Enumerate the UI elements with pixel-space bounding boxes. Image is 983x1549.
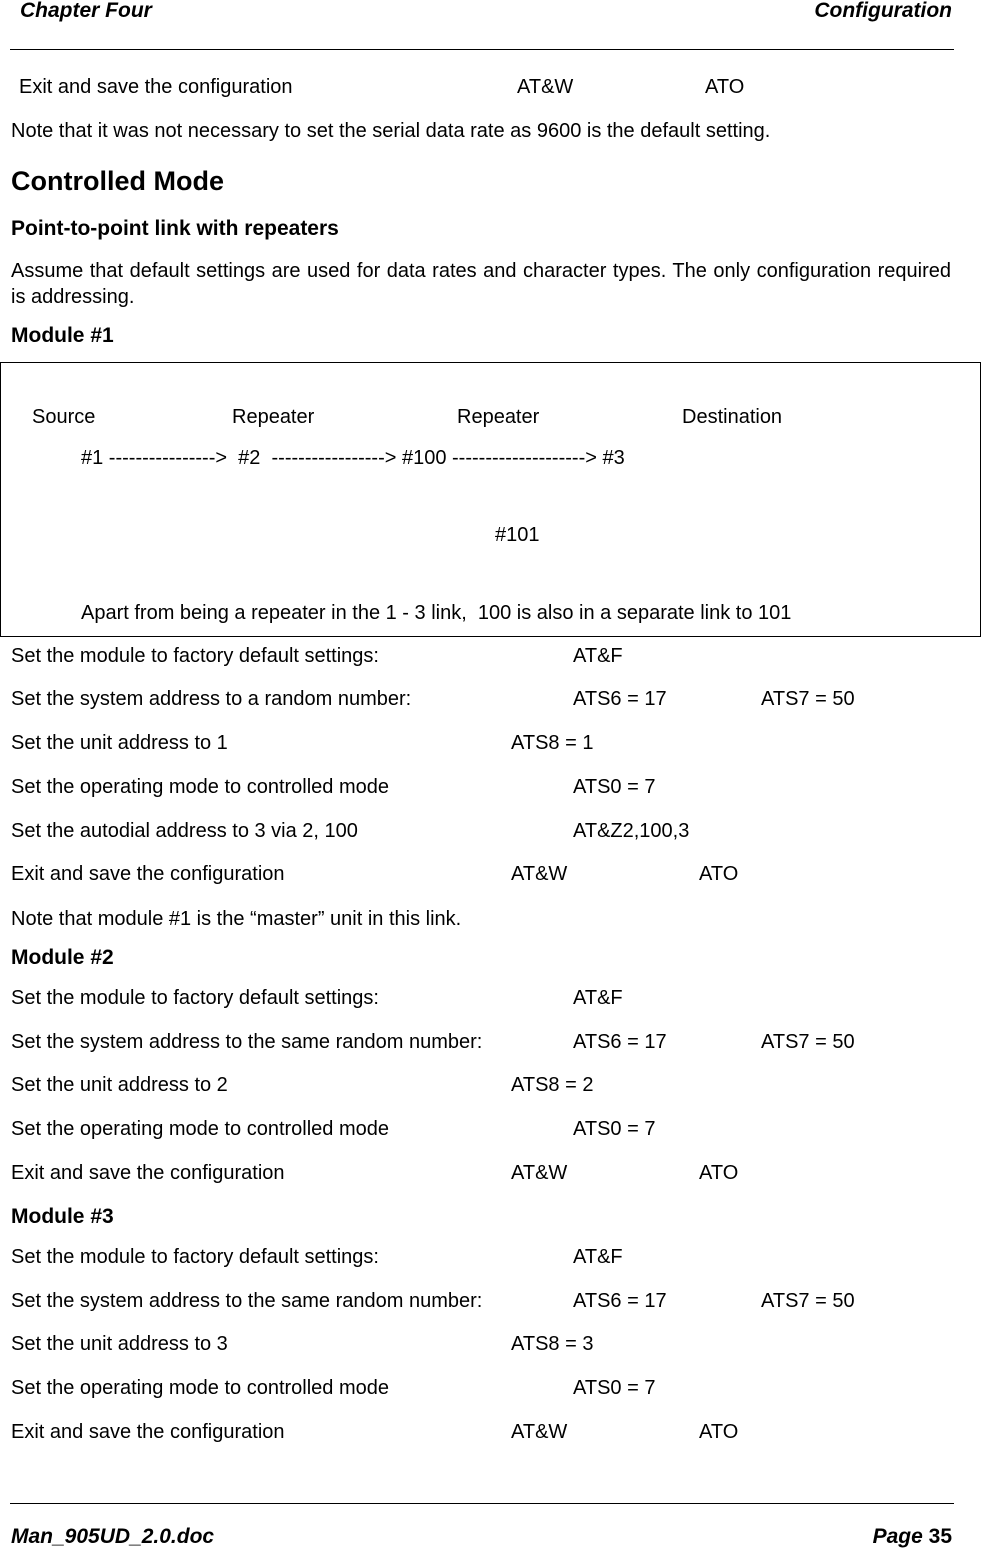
module3-heading: Module #3 [11, 1205, 114, 1228]
module3-row-cmd: ATS7 = 50 [761, 1290, 855, 1312]
header-rule [10, 49, 954, 50]
module2-row-cmd: ATS8 = 2 [511, 1074, 594, 1096]
section-paragraph: Assume that default settings are used fo… [11, 260, 951, 308]
module2-row-cmd: AT&W [511, 1162, 568, 1184]
module3-row-label: Exit and save the configuration [11, 1421, 285, 1443]
footer-page: Page 35 [873, 1526, 952, 1547]
module1-row-cmd: ATS0 = 7 [573, 776, 656, 798]
module1-row-label: Set the module to factory default settin… [11, 645, 379, 667]
diagram-branch-node: #101 [495, 524, 540, 546]
module3-row-label: Set the unit address to 3 [11, 1333, 228, 1355]
module1-note: Note that module #1 is the “master” unit… [11, 908, 462, 930]
module3-row-cmd: ATS6 = 17 [573, 1290, 667, 1312]
module1-row-cmd: ATS8 = 1 [511, 732, 594, 754]
module3-row-cmd: ATO [699, 1421, 739, 1443]
module2-row-label: Set the unit address to 2 [11, 1074, 228, 1096]
header-section: Configuration [814, 0, 952, 22]
module1-row-label: Set the autodial address to 3 via 2, 100 [11, 820, 358, 842]
footer-page-label: Page [872, 1525, 923, 1548]
intro-note: Note that it was not necessary to set th… [11, 120, 771, 142]
module1-row-label: Set the system address to a random numbe… [11, 688, 412, 710]
intro-exit-cmd-ato: ATO [705, 76, 745, 98]
module3-row-label: Set the module to factory default settin… [11, 1246, 379, 1268]
module2-row-cmd: ATS7 = 50 [761, 1031, 855, 1053]
module1-row-cmd: ATS6 = 17 [573, 688, 667, 710]
footer-document-name: Man_905UD_2.0.doc [11, 1525, 215, 1548]
module1-row-cmd: ATO [699, 863, 739, 885]
header-chapter: Chapter Four [20, 0, 152, 22]
footer-page-number: 35 [928, 1525, 952, 1548]
module1-row-label: Set the unit address to 1 [11, 732, 228, 754]
module2-row-label: Set the system address to the same rando… [11, 1031, 483, 1053]
module2-row-cmd: ATS6 = 17 [573, 1031, 667, 1053]
link-diagram-box [0, 362, 981, 637]
diagram-label-source: Source [32, 406, 96, 428]
module2-row-label: Set the operating mode to controlled mod… [11, 1118, 390, 1140]
module3-row-cmd: AT&W [511, 1421, 568, 1443]
module3-row-cmd: ATS8 = 3 [511, 1333, 594, 1355]
module2-row-cmd: ATS0 = 7 [573, 1118, 656, 1140]
module3-row-cmd: ATS0 = 7 [573, 1377, 656, 1399]
intro-exit-cmd-atw: AT&W [517, 76, 574, 98]
module3-row-label: Set the system address to the same rando… [11, 1290, 483, 1312]
module1-row-cmd: AT&Z2,100,3 [573, 820, 690, 842]
module1-row-cmd: ATS7 = 50 [761, 688, 855, 710]
section-subtitle: Point-to-point link with repeaters [11, 217, 339, 240]
module1-row-label: Exit and save the configuration [11, 863, 285, 885]
module1-row-cmd: AT&W [511, 863, 568, 885]
diagram-label-destination: Destination [682, 406, 783, 428]
diagram-label-repeater-1: Repeater [232, 406, 315, 428]
module1-row-cmd: AT&F [573, 645, 623, 667]
module1-heading: Module #1 [11, 324, 114, 347]
module2-row-label: Exit and save the configuration [11, 1162, 285, 1184]
module2-row-cmd: ATO [699, 1162, 739, 1184]
module2-row-label: Set the module to factory default settin… [11, 987, 379, 1009]
section-title: Controlled Mode [11, 166, 224, 196]
module1-row-label: Set the operating mode to controlled mod… [11, 776, 390, 798]
diagram-link-chain: #1 ----------------> #2 ----------------… [81, 447, 625, 469]
intro-exit-label: Exit and save the configuration [19, 76, 293, 98]
module2-row-cmd: AT&F [573, 987, 623, 1009]
footer-rule [10, 1503, 954, 1504]
diagram-label-repeater-2: Repeater [457, 406, 540, 428]
module2-heading: Module #2 [11, 946, 114, 969]
module3-row-cmd: AT&F [573, 1246, 623, 1268]
module3-row-label: Set the operating mode to controlled mod… [11, 1377, 390, 1399]
diagram-caption: Apart from being a repeater in the 1 - 3… [81, 602, 792, 624]
